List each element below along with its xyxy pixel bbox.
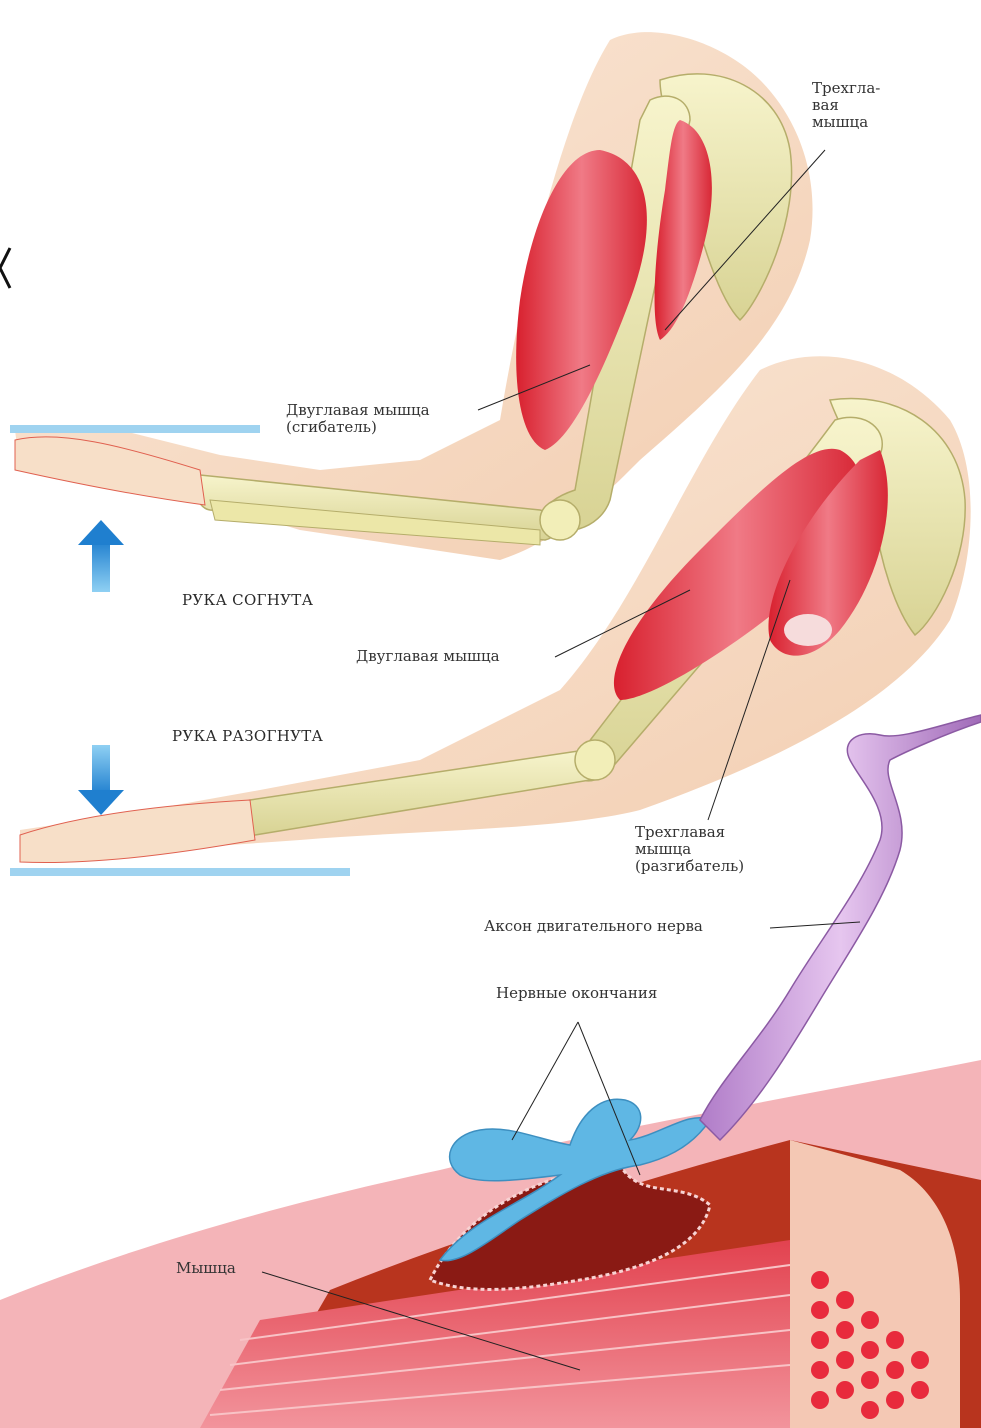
- label-axon: Аксон двигательного нерва: [484, 918, 703, 935]
- label-triceps-extensor: Трехглавая мышца (разгибатель): [635, 824, 744, 875]
- arrow-down-icon: [78, 745, 124, 815]
- flexed-surface-bar: [10, 425, 260, 433]
- label-nerve-endings: Нервные окончания: [496, 985, 657, 1002]
- label-triceps-top-line3: мышца: [812, 114, 880, 131]
- label-triceps-extensor-line2: мышца: [635, 841, 744, 858]
- label-triceps-top-line2: вая: [812, 97, 880, 114]
- label-biceps: Двуглавая мышца: [356, 648, 500, 665]
- label-triceps-top-line1: Трехгла-: [812, 80, 880, 97]
- cursor-bracket-icon: [0, 248, 10, 288]
- label-muscle: Мышца: [176, 1260, 236, 1277]
- label-arm-extended: РУКА РАЗОГНУТА: [172, 728, 323, 745]
- extended-elbow-joint: [575, 740, 615, 780]
- label-triceps-extensor-line1: Трехглавая: [635, 824, 744, 841]
- extended-surface-bar: [10, 868, 350, 876]
- label-triceps-top: Трехгла- вая мышца: [812, 80, 880, 131]
- label-biceps-flexor-line2: (сгибатель): [286, 419, 430, 436]
- label-arm-flexed: РУКА СОГНУТА: [182, 592, 313, 609]
- label-triceps-extensor-line3: (разгибатель): [635, 858, 744, 875]
- extended-hand: [20, 800, 255, 863]
- label-biceps-flexor: Двуглавая мышца (сгибатель): [286, 402, 430, 436]
- extended-triceps-tendon: [784, 614, 832, 646]
- label-biceps-flexor-line1: Двуглавая мышца: [286, 402, 430, 419]
- flexed-elbow-joint: [540, 500, 580, 540]
- leader-nerve-left: [512, 1022, 578, 1140]
- arrow-up-icon: [78, 520, 124, 592]
